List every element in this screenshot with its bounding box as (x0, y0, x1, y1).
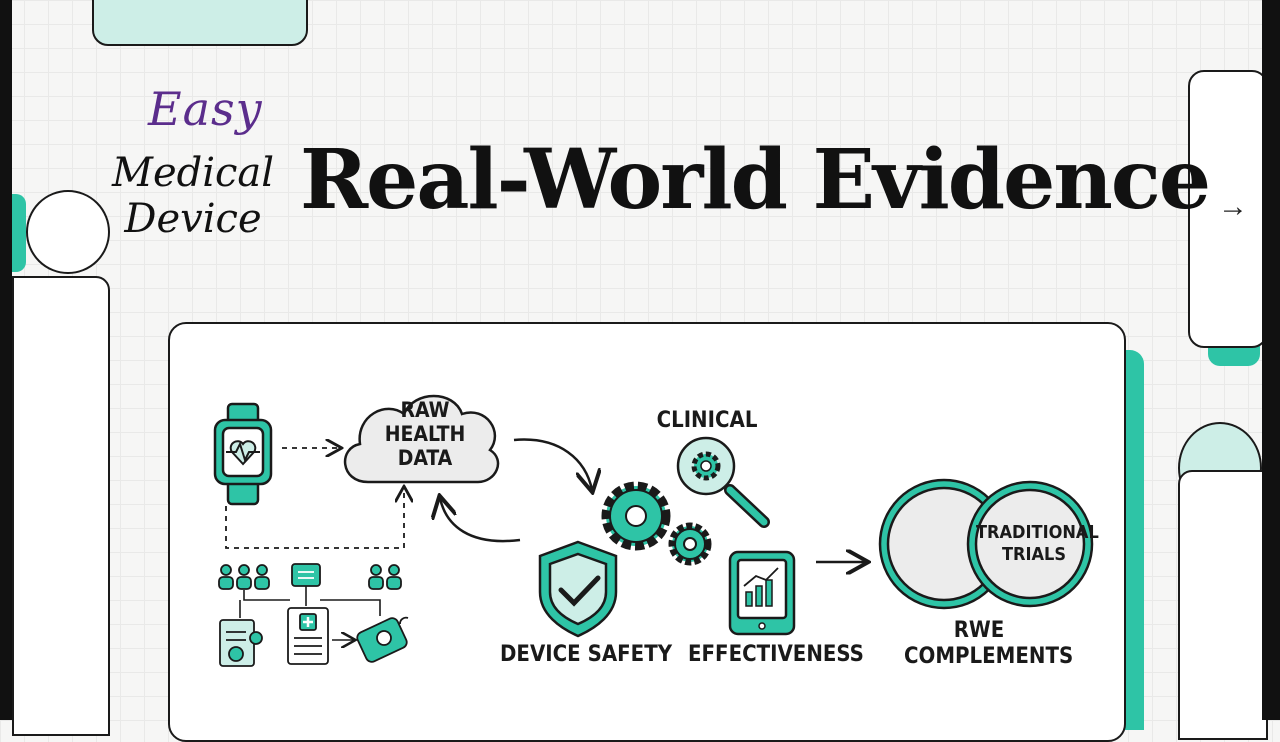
rwe-line-1: RWE (953, 618, 1005, 643)
raw-line-1: RAW (400, 398, 450, 422)
logo-device: Device (124, 196, 262, 242)
page-title: Real-World Evidence (300, 132, 1211, 228)
label-clinical: CLINICAL (656, 408, 758, 433)
curved-arrow-to-gears (513, 438, 592, 490)
people-icon (218, 564, 402, 590)
logo-medical: Medical (112, 150, 275, 196)
left-circle-decoration (26, 190, 110, 274)
arrow-right-icon: → (1218, 190, 1248, 223)
tablet-chart-icon (728, 550, 796, 636)
left-teal-strip (12, 194, 26, 272)
shield-check-icon (538, 540, 618, 638)
label-device-safety: DEVICE SAFETY (500, 642, 673, 667)
label-effectiveness: EFFECTIVENESS (688, 642, 864, 667)
clipboard-icon (287, 607, 329, 665)
raw-line-3: DATA (397, 446, 453, 470)
cloud-icon (343, 394, 500, 484)
right-edge-bar (1262, 0, 1280, 720)
diagram-graphics (213, 394, 1094, 667)
next-slide-button[interactable] (1188, 70, 1268, 348)
logo-easy: Easy (148, 82, 263, 136)
panel-shadow (1122, 350, 1144, 730)
venn-circles-icon (878, 478, 1094, 610)
label-rwe-complements: RWE COMPLEMENTS (904, 618, 1074, 670)
rwe-line-2: COMPLEMENTS (904, 644, 1074, 669)
record-icon (219, 619, 263, 667)
gears-icon (601, 481, 712, 566)
trials-line-1: TRADITIONAL (976, 522, 1099, 543)
curved-arrow-to-cloud (440, 498, 521, 543)
left-edge-bar (0, 0, 12, 720)
pill-device-icon (356, 616, 409, 663)
label-traditional-trials: TRADITIONAL TRIALS (976, 522, 1099, 566)
hospital-icon (291, 563, 321, 587)
trials-line-2: TRIALS (1001, 544, 1067, 565)
smartwatch-icon (213, 402, 273, 506)
raw-line-2: HEALTH (384, 422, 466, 446)
magnifier-gear-icon (676, 436, 770, 528)
label-raw-health-data: RAW HEALTH DATA (370, 398, 480, 470)
logo-medical-device: Medical Device (112, 150, 274, 242)
top-card-decoration (92, 0, 308, 46)
